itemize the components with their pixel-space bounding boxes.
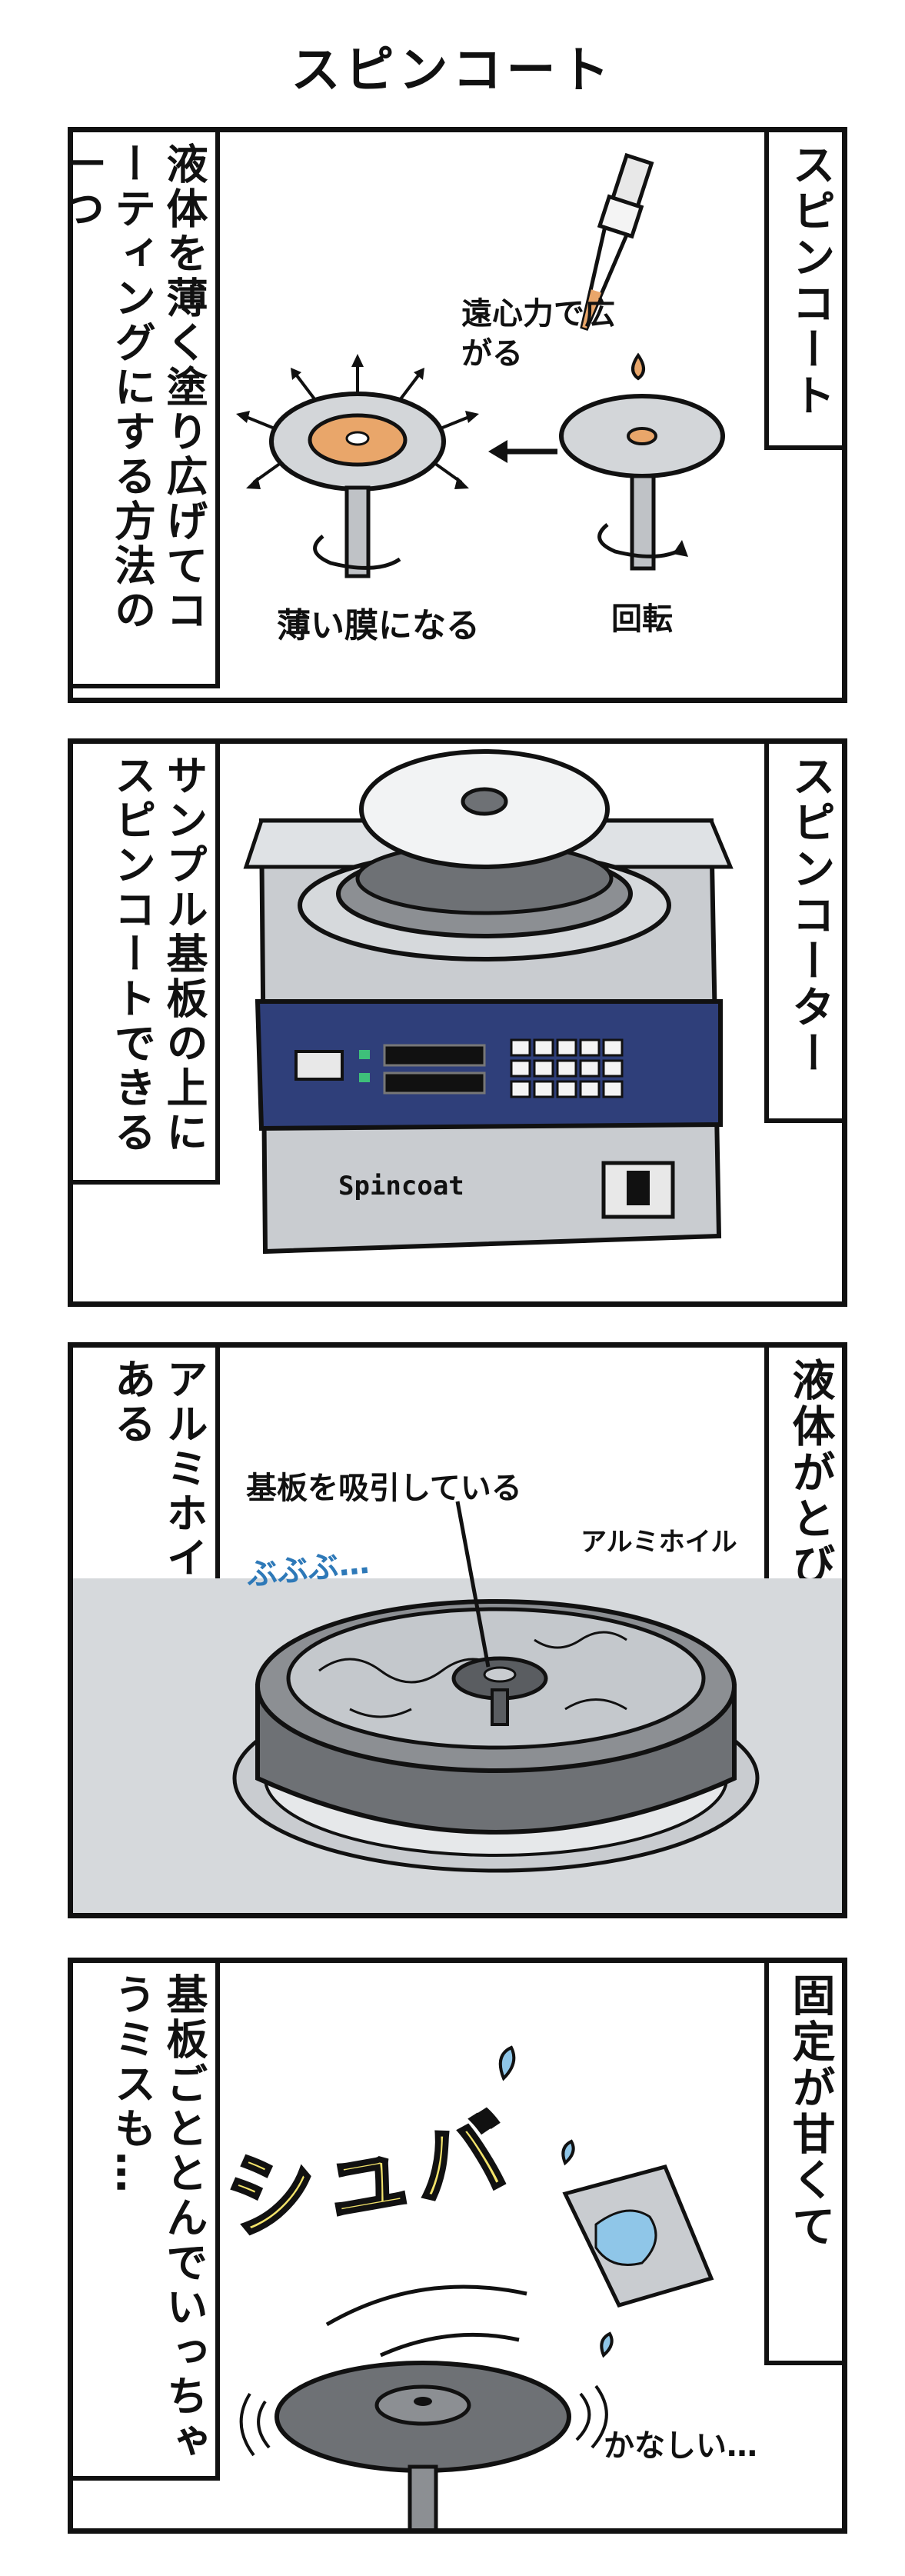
label-foil: アルミホイル	[581, 1527, 737, 1558]
spin-coater-illustration	[243, 749, 734, 1255]
label-thin-film: 薄い膜になる	[277, 606, 480, 645]
panel-1-caption-right: スピンコート	[764, 132, 842, 450]
label-centrifugal: 遠心力で広がる	[461, 296, 615, 372]
panel-3: アルミホイルが敷いてある 液体がとび散るので 基板を吸引している アルミホイル …	[68, 1342, 847, 1918]
label-suction: 基板を吸引している	[246, 1471, 522, 1506]
substrate-flying-illustration	[239, 2045, 714, 2528]
panel-4-caption-left: 基板ごととんでいっちゃうミスも…	[73, 1963, 220, 2481]
label-rotation: 回転	[611, 602, 673, 637]
page-title: スピンコート	[291, 42, 614, 99]
spin-coat-diagram	[236, 152, 725, 578]
device-label: Spincoat	[338, 1171, 464, 1201]
panel-2: サンプル基板の上にスピンコートできる スピンコーター Spincoat	[68, 738, 847, 1307]
panel-4: 基板ごととんでいっちゃうミスも… 固定が甘くて シュバ かなしい…	[68, 1958, 847, 2534]
panel-4-caption-right: 固定が甘くて	[764, 1963, 842, 2365]
aluminum-foil-illustration	[73, 1501, 842, 1913]
panel-1: 液体を薄く塗り広げてコーティングにする方法の一つ スピンコート	[68, 127, 847, 703]
panel-2-caption-left: サンプル基板の上にスピンコートできる	[73, 744, 220, 1185]
panel-1-caption-left: 液体を薄く塗り広げてコーティングにする方法の一つ	[73, 132, 220, 688]
label-sad: かなしい…	[604, 2428, 757, 2464]
panel-2-caption-right: スピンコーター	[764, 744, 842, 1123]
